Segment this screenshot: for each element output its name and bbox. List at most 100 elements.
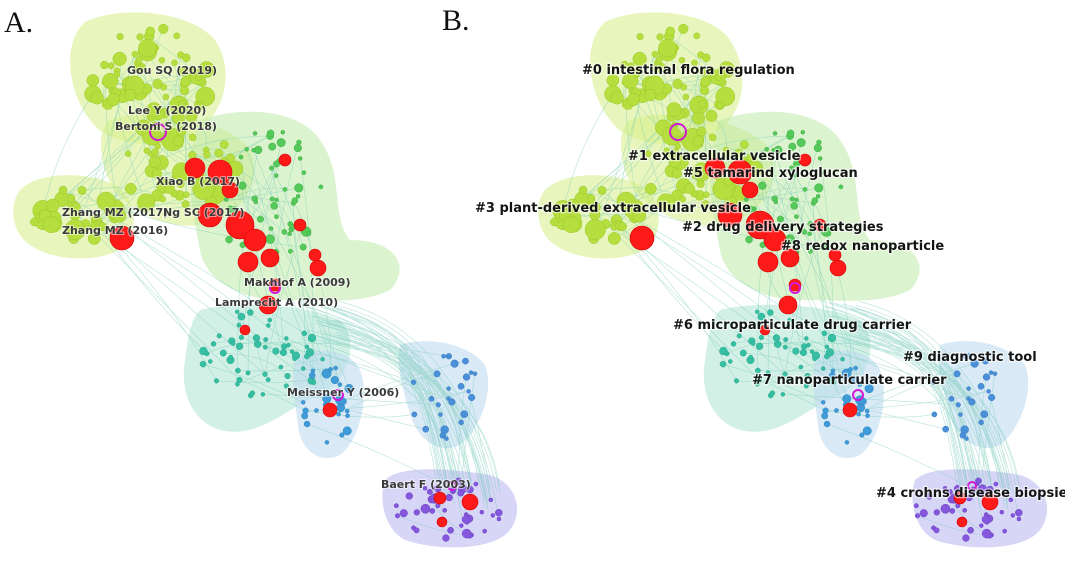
network-node	[87, 232, 101, 245]
network-node	[790, 202, 798, 210]
network-node	[715, 73, 722, 81]
network-node	[838, 184, 844, 190]
citation-burst-node	[763, 228, 787, 252]
centrality-ring-node	[669, 123, 687, 141]
network-edge	[254, 142, 282, 199]
network-edge	[856, 305, 990, 492]
network-node	[137, 193, 156, 212]
network-edge	[293, 203, 323, 360]
network-edge	[75, 71, 184, 208]
network-node	[765, 370, 771, 376]
network-edge	[216, 379, 311, 383]
network-node	[988, 370, 994, 375]
network-edge	[331, 320, 480, 485]
network-edge	[315, 320, 501, 493]
citation-burst-node	[237, 251, 259, 273]
network-edge	[722, 363, 824, 403]
network-node	[826, 231, 832, 237]
cluster-label-7: #7 nanoparticulate carrier	[752, 373, 947, 388]
network-node	[758, 154, 764, 160]
network-node	[300, 400, 306, 405]
network-edge	[328, 324, 444, 490]
citation-burst-node	[278, 153, 292, 167]
network-edge	[338, 329, 453, 481]
network-node	[176, 126, 187, 137]
network-node	[314, 408, 319, 413]
network-node	[948, 395, 955, 402]
network-edge	[858, 329, 973, 481]
network-node	[773, 340, 782, 348]
network-node	[821, 330, 828, 337]
citation-burst-node	[629, 225, 655, 251]
network-node	[256, 215, 265, 223]
network-node	[265, 377, 271, 383]
network-node	[627, 93, 640, 107]
network-node	[979, 523, 984, 528]
network-node	[981, 528, 992, 539]
network-node	[970, 359, 979, 368]
network-edge	[826, 332, 994, 498]
network-node	[977, 382, 985, 390]
network-node	[715, 86, 736, 107]
network-node	[433, 370, 441, 378]
panel-b-letter: B.	[442, 4, 470, 37]
network-node	[734, 148, 744, 158]
network-node	[30, 217, 39, 227]
network-node	[981, 515, 990, 524]
citation-burst-node	[207, 159, 233, 185]
network-edge	[858, 313, 981, 509]
network-node	[238, 181, 247, 190]
citation-burst-node	[953, 491, 967, 505]
network-node	[281, 343, 288, 350]
network-node	[819, 243, 827, 251]
network-node	[671, 168, 682, 179]
network-node	[490, 513, 496, 518]
network-node	[318, 184, 324, 190]
network-node	[961, 353, 966, 359]
network-node	[755, 342, 764, 350]
network-node	[607, 232, 621, 245]
network-node	[799, 348, 807, 357]
network-node	[411, 411, 418, 418]
network-node	[238, 154, 244, 160]
network-node	[320, 356, 325, 362]
network-node	[804, 336, 809, 341]
network-node	[671, 148, 679, 157]
network-node	[448, 398, 456, 406]
citation-burst-node	[780, 248, 800, 268]
network-node	[986, 389, 991, 394]
network-node	[719, 346, 728, 356]
citation-burst-node	[842, 402, 858, 418]
network-edge	[202, 363, 304, 403]
cluster-label-8: #8 redox nanoparticle	[781, 239, 944, 254]
network-node	[733, 378, 740, 384]
panel-a: A. Gou SQ (2019) Lee Y (2020) Bertoni S …	[4, 6, 518, 548]
network-edge	[851, 320, 1000, 485]
network-node	[804, 372, 811, 380]
network-node	[181, 200, 190, 209]
network-node	[420, 503, 431, 514]
network-node	[435, 503, 441, 509]
citation-burst-node	[436, 516, 448, 528]
network-node	[644, 150, 652, 157]
network-node	[617, 222, 627, 232]
network-node	[949, 508, 956, 514]
network-node	[657, 193, 676, 212]
network-node	[172, 135, 184, 147]
network-node	[247, 309, 254, 316]
network-node	[801, 343, 808, 350]
citation-burst-node	[759, 324, 771, 336]
network-node	[58, 185, 68, 195]
network-node	[692, 111, 705, 125]
citation-burst-node	[704, 157, 726, 179]
network-node	[306, 231, 312, 237]
network-node	[817, 156, 823, 161]
network-node	[930, 379, 937, 385]
network-node	[771, 147, 776, 153]
network-node	[268, 226, 274, 231]
network-node	[295, 194, 301, 199]
network-node	[281, 229, 288, 235]
network-node	[966, 386, 971, 391]
network-node	[959, 432, 967, 439]
network-node	[146, 102, 162, 118]
